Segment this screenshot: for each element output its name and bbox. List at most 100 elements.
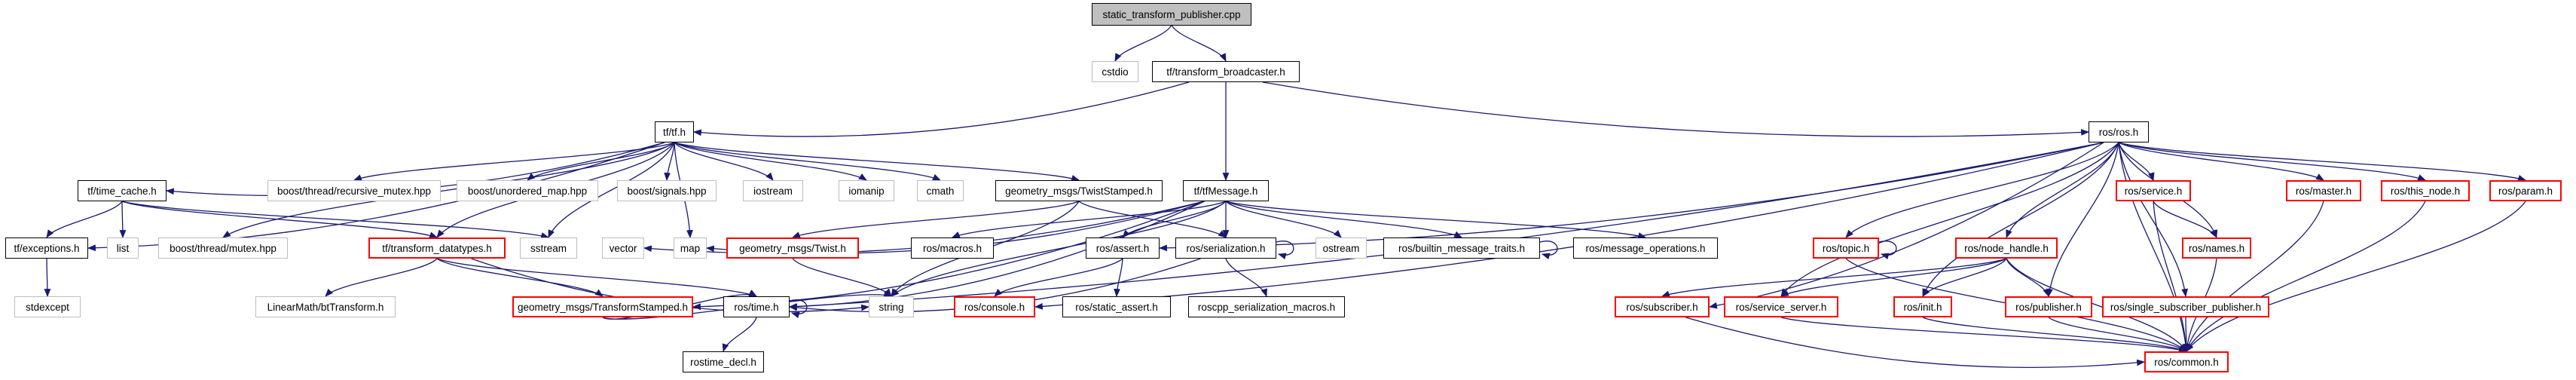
edge: [722, 317, 757, 353]
node-ros-time-h[interactable]: ros/time.h: [723, 296, 790, 317]
edge: [1922, 142, 2119, 298]
edge: [2046, 142, 2119, 298]
node-ros-param-h[interactable]: ros/param.h: [2489, 180, 2562, 201]
node-ros-service-h[interactable]: ros/service.h: [2116, 180, 2191, 201]
node-tf-tf-h[interactable]: tf/tf.h: [655, 121, 694, 142]
node-vector: vector: [602, 238, 644, 259]
edge: [1780, 258, 2007, 297]
node-ros-macros-h[interactable]: ros/macros.h: [911, 238, 994, 259]
edge: [674, 142, 867, 181]
edge: [2048, 317, 2187, 352]
node-ros-ros-h[interactable]: ros/ros.h: [2089, 121, 2149, 142]
edge: [674, 142, 942, 181]
edge: [792, 258, 892, 297]
edge: [2118, 142, 2324, 181]
node-tf-transform-broadcaster-h[interactable]: tf/transform_broadcaster.h: [1152, 61, 1300, 82]
edge: [789, 299, 808, 319]
edge: [222, 142, 675, 238]
edge: [119, 201, 127, 239]
node-ros-static-assert-h[interactable]: ros/static_assert.h: [1062, 296, 1171, 317]
node-geometry-msgs-twiststamped-h[interactable]: geometry_msgs/TwistStamped.h: [995, 180, 1163, 201]
node-ros-publisher-h[interactable]: ros/publisher.h: [2005, 296, 2092, 317]
edge: [2118, 142, 2189, 353]
edge: [2153, 201, 2189, 353]
edge: [1158, 142, 2104, 252]
node-ros-master-h[interactable]: ros/master.h: [2286, 180, 2361, 201]
node-tf-exceptions-h[interactable]: tf/exceptions.h: [5, 238, 88, 259]
node-ros-console-h[interactable]: ros/console.h: [954, 296, 1035, 317]
node-ros-names-h[interactable]: ros/names.h: [2182, 238, 2251, 259]
edge: [2185, 201, 2324, 353]
node-ros-builtin-message-traits-h[interactable]: ros/builtin_message_traits.h: [1383, 238, 1540, 259]
edge: [121, 201, 439, 238]
node-ros-common-h[interactable]: ros/common.h: [2144, 351, 2229, 372]
edge: [1114, 24, 1172, 62]
edge: [1262, 81, 2090, 137]
edge: [1225, 258, 1267, 298]
node-boost-signals-hpp: boost/signals.hpp: [617, 180, 717, 201]
node-ros-init-h[interactable]: ros/init.h: [1893, 296, 1952, 317]
node-ros-assert-h[interactable]: ros/assert.h: [1086, 238, 1160, 259]
node-tf-transform-datatypes-h[interactable]: tf/transform_datatypes.h: [368, 238, 506, 259]
edge: [674, 142, 1080, 182]
node-ros-single-subscriber-publisher-h[interactable]: ros/single_subscriber_publisher.h: [2102, 296, 2269, 317]
edge: [1878, 241, 1897, 260]
edge: [664, 142, 675, 182]
node-ros-subscriber-h[interactable]: ros/subscriber.h: [1615, 296, 1710, 317]
edge: [1276, 241, 1294, 260]
edge: [436, 258, 758, 297]
node-roscpp-serialization-macros-h[interactable]: roscpp_serialization_macros.h: [1188, 296, 1345, 317]
node-static-transform-publisher-cpp: static_transform_publisher.cpp: [1092, 3, 1251, 26]
edge: [121, 201, 550, 239]
edge: [325, 258, 438, 297]
edge: [951, 201, 1227, 238]
edge: [1114, 258, 1123, 298]
edge: [2118, 142, 2427, 181]
node-list: list: [107, 238, 139, 259]
node-cmath: cmath: [917, 180, 964, 201]
node-ros-message-operations-h[interactable]: ros/message_operations.h: [1573, 238, 1718, 259]
edge: [2153, 201, 2217, 238]
edge: [2118, 142, 2188, 298]
node-ros-topic-h[interactable]: ros/topic.h: [1813, 238, 1879, 259]
node-geometry-msgs-twist-h[interactable]: geometry_msgs/Twist.h: [726, 238, 859, 259]
edge: [1922, 317, 2188, 352]
edge: [1225, 201, 1647, 239]
edge: [548, 142, 675, 239]
edge: [674, 142, 774, 181]
edge: [1845, 142, 2119, 238]
edge: [791, 201, 1080, 238]
node-iomanip: iomanip: [839, 180, 894, 201]
node-ros-node-handle-h[interactable]: ros/node_handle.h: [1955, 238, 2058, 259]
node-ros-service-server-h[interactable]: ros/service_server.h: [1724, 296, 1838, 317]
edge: [2006, 258, 2049, 298]
node-ros-serialization-h[interactable]: ros/serialization.h: [1175, 238, 1276, 259]
edge: [1225, 201, 1462, 238]
edge: [1078, 201, 1227, 238]
node-rostime-decl-h[interactable]: rostime_decl.h: [683, 351, 764, 372]
node-tf-time-cache-h[interactable]: tf/time_cache.h: [78, 180, 167, 201]
node-boost-unordered-map-hpp: boost/unordered_map.hpp: [457, 180, 598, 201]
node-string: string: [869, 296, 914, 317]
edge: [1922, 258, 2007, 297]
node-boost-thread-recursive-mutex-hpp: boost/thread/recursive_mutex.hpp: [267, 180, 441, 201]
edge: [2186, 201, 2426, 352]
edge: [353, 142, 675, 181]
edge: [2186, 201, 2526, 352]
node-ros-this-node-h[interactable]: ros/this_node.h: [2381, 180, 2470, 201]
edge: [1685, 317, 2146, 369]
node-iostream: iostream: [743, 180, 803, 201]
edge: [1780, 317, 2188, 353]
edge: [1708, 142, 2104, 309]
edge: [1034, 142, 2104, 310]
node-geometry-msgs-transformstamped-h[interactable]: geometry_msgs/TransformStamped.h: [512, 296, 693, 317]
node-tf-tfmessage-h[interactable]: tf/tfMessage.h: [1183, 180, 1269, 201]
edge: [994, 258, 1123, 297]
node-boost-thread-mutex-hpp: boost/thread/mutex.hpp: [158, 238, 288, 259]
edge: [2006, 258, 2187, 352]
edge: [692, 81, 1190, 137]
edge: [2006, 142, 2119, 239]
edge: [1171, 24, 1227, 62]
node-stdexcept: stdexcept: [14, 296, 81, 317]
